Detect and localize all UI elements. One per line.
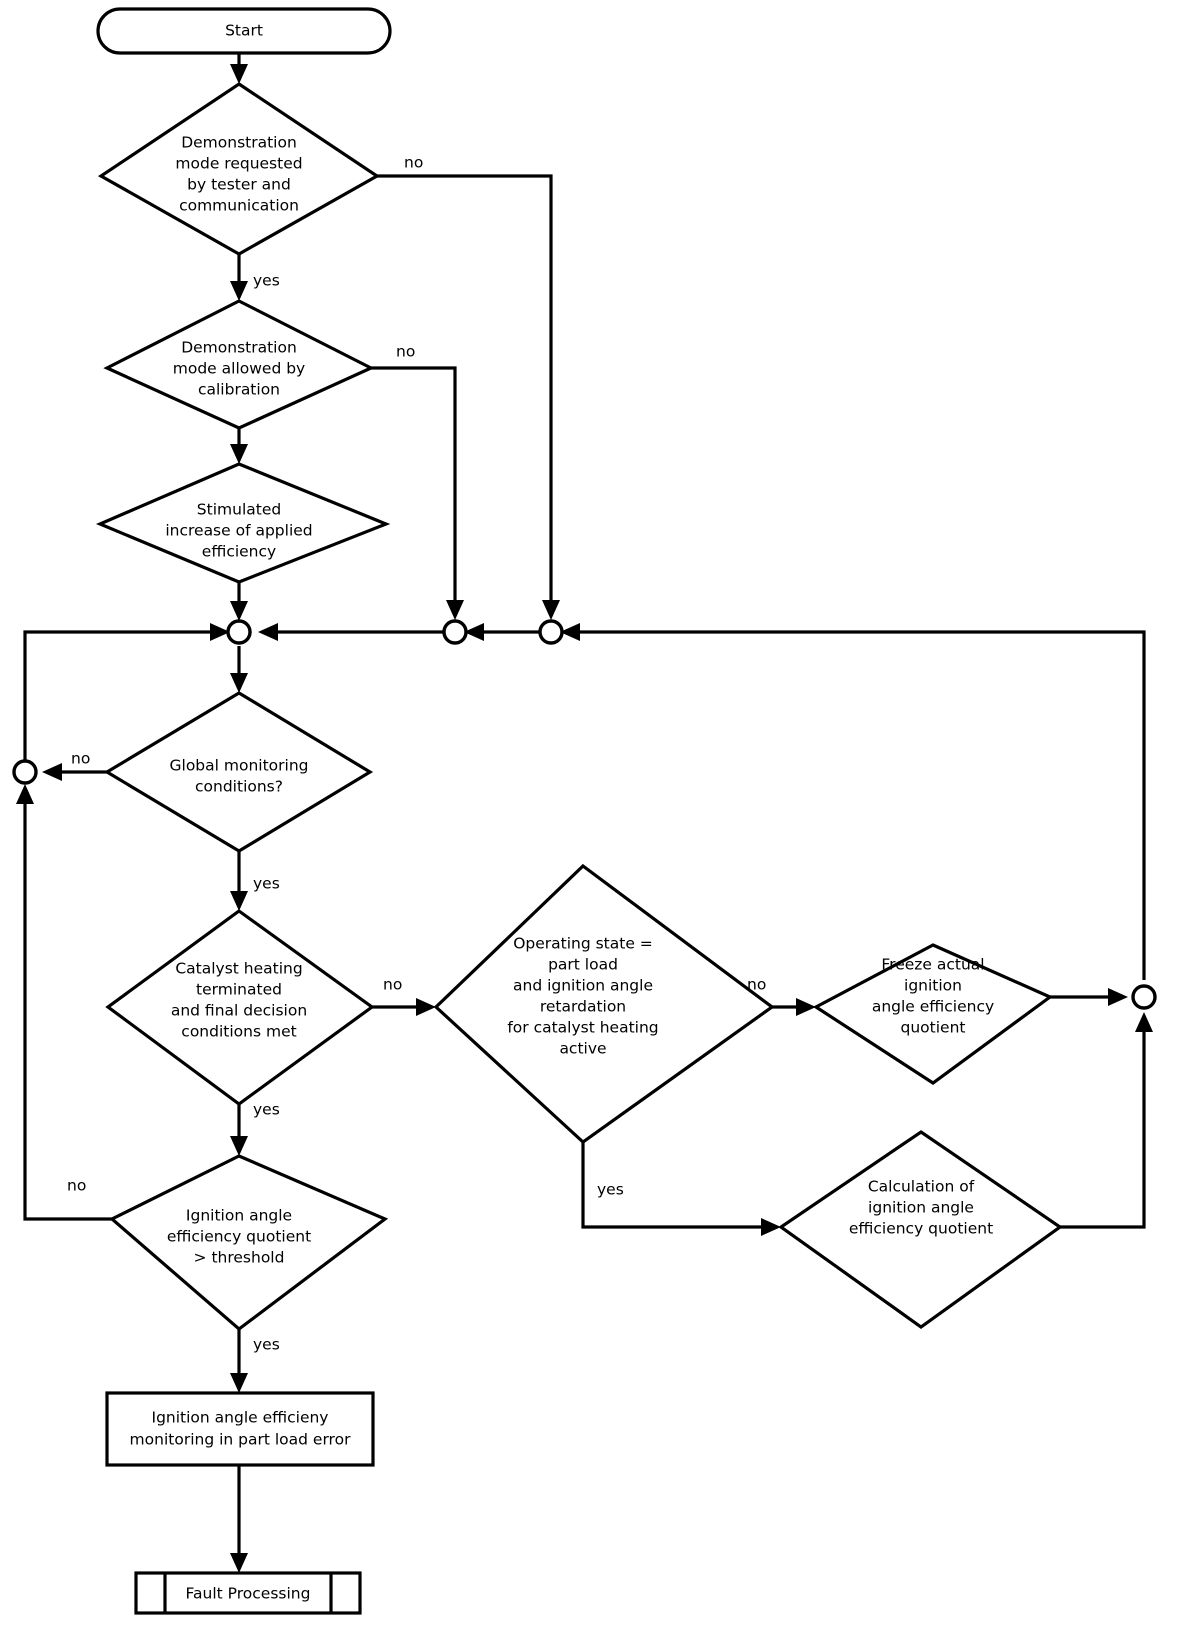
node-catalyst-heating-line-2: and final decision [171, 1002, 307, 1020]
edge-freeze-to-right-merge [1050, 988, 1128, 1006]
edge-operating-yes [581, 1142, 781, 1236]
edge-label-demo-requested-no: no [404, 154, 423, 172]
edge-main-merge-to-global-monitoring [230, 646, 248, 693]
node-fault-processing[interactable]: Fault Processing [134, 1571, 362, 1615]
node-threshold-line-1: efficiency quotient [167, 1228, 311, 1246]
node-demo-requested-line-1: mode requested [175, 155, 302, 173]
node-stimulated-line-2: efficiency [202, 543, 276, 561]
edge-calculation-to-right-merge [1060, 1012, 1153, 1229]
node-threshold-line-2: > threshold [194, 1249, 285, 1267]
edge-label-global-monitoring-no: no [71, 750, 90, 768]
node-freeze-actual-line-1: ignition [904, 977, 962, 995]
node-catalyst-heating[interactable]: Catalyst heating terminated and final de… [105, 909, 375, 1106]
node-operating-state-line-2: and ignition angle [513, 977, 653, 995]
edge-threshold-yes [230, 1329, 248, 1393]
left-loop-junction [12, 759, 38, 785]
node-freeze-actual-line-0: Freeze actual [881, 956, 984, 974]
node-demo-requested-line-2: by tester and [187, 176, 291, 194]
edge-demo-allowed-no [371, 366, 464, 620]
edge-label-catalyst-yes: yes [253, 1101, 280, 1119]
edge-stimulated-to-merge [230, 582, 248, 621]
edge-left-loop-to-main-merge [23, 623, 230, 760]
edge-label-operating-yes: yes [597, 1181, 624, 1199]
node-threshold-line-0: Ignition angle [186, 1207, 292, 1225]
edge-merge-c-to-merge-b [464, 623, 541, 641]
edge-start-to-demo-requested [230, 52, 248, 84]
edge-label-threshold-yes: yes [253, 1336, 280, 1354]
edge-error-to-fault-processing [230, 1465, 248, 1573]
node-stimulated-line-1: increase of applied [165, 522, 312, 540]
edge-merge-b-to-main-merge [258, 623, 445, 641]
edge-label-global-monitoring-yes: yes [253, 875, 280, 893]
node-global-monitoring-line-1: conditions? [195, 778, 283, 796]
node-operating-state-line-0: Operating state = [513, 935, 653, 953]
node-error-box-line-1: monitoring in part load error [130, 1431, 352, 1449]
node-demo-requested-line-3: communication [179, 197, 299, 215]
node-start[interactable]: Start [96, 7, 392, 55]
merge-junction-c [538, 619, 564, 645]
node-demo-requested[interactable]: Demonstration mode requested by tester a… [97, 82, 381, 256]
edge-global-monitoring-no [42, 763, 107, 781]
node-catalyst-heating-line-1: terminated [196, 981, 282, 999]
right-merge-junction [1131, 984, 1157, 1010]
edge-global-monitoring-yes [230, 851, 248, 911]
node-catalyst-heating-line-3: conditions met [181, 1023, 296, 1041]
node-catalyst-heating-line-0: Catalyst heating [175, 960, 302, 978]
node-demo-allowed-line-1: mode allowed by [173, 360, 305, 378]
node-operating-state-line-1: part load [548, 956, 618, 974]
edge-label-catalyst-no: no [383, 976, 402, 994]
node-demo-allowed-line-2: calibration [198, 381, 280, 399]
node-error-box[interactable]: Ignition angle efficieny monitoring in p… [105, 1391, 375, 1467]
edge-demo-requested-no [377, 174, 560, 620]
edge-demo-allowed-yes [230, 428, 248, 464]
node-operating-state[interactable]: Operating state = part load and ignition… [433, 863, 775, 1145]
edge-right-loop-to-merge-c [560, 623, 1146, 980]
edge-catalyst-yes [230, 1104, 248, 1156]
node-operating-state-line-3: retardation [540, 998, 626, 1016]
node-global-monitoring-line-0: Global monitoring [170, 757, 309, 775]
node-freeze-actual[interactable]: Freeze actual ignition angle efficiency … [812, 943, 1054, 1085]
edge-label-threshold-no: no [67, 1177, 86, 1195]
node-calculation-line-0: Calculation of [868, 1178, 975, 1196]
node-calculation-line-1: ignition angle [868, 1199, 974, 1217]
node-fault-processing-label: Fault Processing [186, 1585, 311, 1603]
node-calculation-line-2: efficiency quotient [849, 1220, 993, 1238]
node-freeze-actual-line-3: quotient [901, 1019, 966, 1037]
edge-label-demo-requested-yes: yes [253, 272, 280, 290]
edge-demo-requested-yes [230, 254, 248, 301]
edge-operating-no [772, 998, 816, 1016]
edge-label-operating-no: no [747, 976, 766, 994]
node-demo-requested-line-0: Demonstration [181, 134, 297, 152]
node-freeze-actual-line-2: angle efficiency [872, 998, 994, 1016]
node-stimulated[interactable]: Stimulated increase of applied efficienc… [95, 462, 391, 584]
node-threshold[interactable]: Ignition angle efficiency quotient > thr… [109, 1154, 389, 1332]
node-demo-allowed[interactable]: Demonstration mode allowed by calibratio… [103, 299, 375, 430]
merge-junction-b [442, 619, 468, 645]
main-merge-junction [226, 619, 252, 645]
node-calculation[interactable]: Calculation of ignition angle efficiency… [778, 1130, 1063, 1329]
node-global-monitoring[interactable]: Global monitoring conditions? [103, 691, 374, 853]
edge-threshold-no [16, 784, 112, 1221]
edge-catalyst-no [372, 998, 436, 1016]
node-start-label: Start [225, 22, 263, 40]
node-stimulated-line-0: Stimulated [197, 501, 281, 519]
node-demo-allowed-line-0: Demonstration [181, 339, 297, 357]
node-operating-state-line-4: for catalyst heating [507, 1019, 658, 1037]
node-operating-state-line-5: active [559, 1040, 606, 1058]
node-error-box-line-0: Ignition angle efficieny [152, 1409, 329, 1427]
edge-label-demo-allowed-no: no [396, 343, 415, 361]
